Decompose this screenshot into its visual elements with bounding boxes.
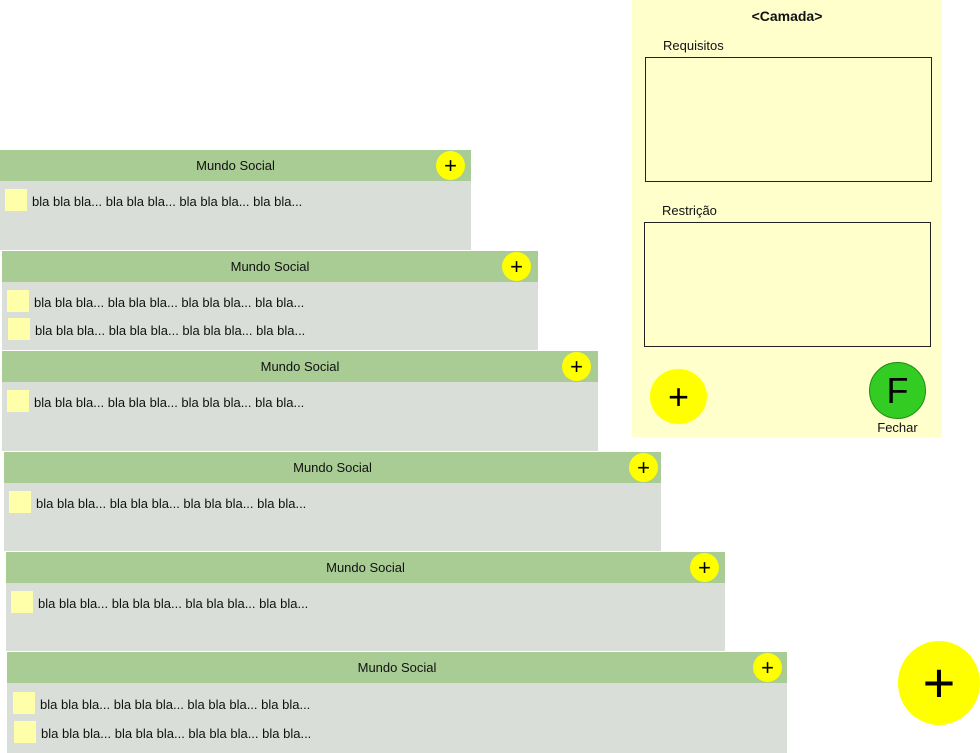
layer-header: Mundo Social [2,351,598,382]
layer-card: Mundo Social + bla bla bla... bla bla bl… [2,351,598,451]
item-text: bla bla bla... bla bla bla... bla bla bl… [40,697,311,712]
add-item-button[interactable]: + [753,653,782,682]
panel-title: <Camada> [751,8,823,24]
requisitos-label: Requisitos [663,38,724,53]
add-item-button[interactable]: + [629,453,658,482]
layer-title: Mundo Social [230,259,310,274]
layer-header: Mundo Social [2,251,538,282]
layer-properties-panel: <Camada> Requisitos Restrição + F Fechar [632,0,942,437]
add-item-button[interactable]: + [562,352,591,381]
panel-add-button[interactable]: + [650,369,707,424]
item-marker[interactable] [5,189,27,211]
close-button[interactable]: F [869,362,926,419]
item-marker[interactable] [8,318,30,340]
layer-title: Mundo Social [260,359,340,374]
item-text: bla bla bla... bla bla bla... bla bla bl… [34,395,305,410]
layer-header: Mundo Social [4,452,661,483]
item-text: bla bla bla... bla bla bla... bla bla bl… [34,295,305,310]
add-item-button[interactable]: + [502,252,531,281]
requisitos-field[interactable] [645,57,932,182]
layer-title: Mundo Social [357,660,437,675]
add-layer-button[interactable]: + [898,641,980,725]
item-marker[interactable] [9,491,31,513]
restricao-field[interactable] [644,222,931,347]
restricao-label: Restrição [662,203,717,218]
add-item-button[interactable]: + [690,553,719,582]
item-marker[interactable] [7,390,29,412]
add-item-button[interactable]: + [436,151,465,180]
layer-card: Mundo Social + bla bla bla... bla bla bl… [2,251,538,350]
layer-title: Mundo Social [196,158,275,173]
item-text: bla bla bla... bla bla bla... bla bla bl… [38,596,309,611]
layer-header: Mundo Social [0,150,471,181]
layer-title: Mundo Social [326,560,405,575]
layer-header: Mundo Social [7,652,787,683]
item-marker[interactable] [11,591,33,613]
layer-card: Mundo Social + bla bla bla... bla bla bl… [4,452,661,551]
item-text: bla bla bla... bla bla bla... bla bla bl… [32,194,303,209]
layer-header: Mundo Social [6,552,725,583]
item-marker[interactable] [14,721,36,743]
layer-card: Mundo Social + bla bla bla... bla bla bl… [0,150,471,250]
item-marker[interactable] [13,692,35,714]
item-text: bla bla bla... bla bla bla... bla bla bl… [36,496,307,511]
close-label: Fechar [877,420,918,435]
layer-card: Mundo Social + bla bla bla... bla bla bl… [6,552,725,651]
layer-title: Mundo Social [293,460,372,475]
layer-card: Mundo Social + bla bla bla... bla bla bl… [7,652,787,753]
item-text: bla bla bla... bla bla bla... bla bla bl… [35,323,306,338]
item-text: bla bla bla... bla bla bla... bla bla bl… [41,726,312,741]
item-marker[interactable] [7,290,29,312]
